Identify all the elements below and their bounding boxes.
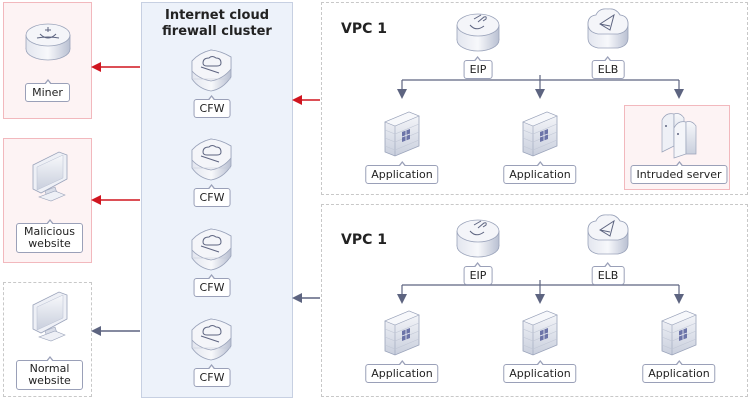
application-node: Application [490, 110, 590, 190]
monitor-icon [32, 151, 68, 202]
eip-node: EIP [453, 216, 503, 286]
cloud-firewall-icon [191, 318, 232, 361]
intruded-server-node: Intruded server [629, 110, 729, 190]
node-label: Application [503, 161, 577, 184]
cfw-node: CFW [187, 318, 237, 390]
target-label: Miner [25, 79, 70, 102]
vpc2-tree [397, 280, 684, 304]
eip-icon [456, 13, 500, 52]
node-label: EIP [463, 262, 493, 285]
node-label: Intruded server [630, 161, 728, 184]
cloud-firewall-icon [191, 138, 232, 181]
node-label: CFW [193, 364, 231, 387]
target-label: Malicious website [16, 219, 83, 253]
target-label: Normal website [16, 356, 83, 390]
node-label: Application [365, 161, 439, 184]
node-label: Application [365, 360, 439, 383]
application-icon [661, 310, 697, 356]
node-label: CFW [193, 95, 231, 118]
target-miner: Miner [3, 2, 92, 119]
cloud-firewall-icon [191, 49, 232, 92]
elb-icon [587, 8, 629, 49]
eip-icon [456, 219, 500, 258]
node-label: ELB [591, 56, 625, 79]
application-node: Application [352, 110, 452, 190]
application-icon [384, 111, 420, 157]
node-label: EIP [463, 56, 493, 79]
application-icon [522, 111, 558, 157]
cluster-title: Internet cloud firewall cluster [162, 8, 272, 39]
elb-icon [587, 214, 629, 255]
application-node: Application [352, 309, 452, 389]
node-label: Application [642, 360, 716, 383]
node-label: CFW [193, 184, 231, 207]
elb-node: ELB [583, 8, 633, 80]
cloud-firewall-icon [191, 228, 232, 271]
cfw-node: CFW [187, 49, 237, 121]
application-icon [522, 310, 558, 356]
vpc-title: VPC 1 [341, 232, 387, 248]
monitor-icon [32, 291, 68, 342]
vpc1-tree [397, 75, 684, 99]
cfw-node: CFW [187, 138, 237, 210]
application-node: Application [490, 309, 590, 389]
target-malicious-website: Malicious website [3, 138, 92, 263]
node-label: CFW [193, 274, 231, 297]
eip-node: EIP [453, 10, 503, 80]
elb-node: ELB [583, 214, 633, 286]
server-icon [661, 113, 697, 159]
target-normal-website: Normal website [3, 282, 92, 397]
node-label: Application [503, 360, 577, 383]
application-icon [384, 310, 420, 356]
vpc-title: VPC 1 [341, 21, 387, 37]
node-label: ELB [591, 262, 625, 285]
miner-icon [25, 23, 71, 61]
application-node: Application [629, 309, 729, 389]
cfw-node: CFW [187, 228, 237, 300]
